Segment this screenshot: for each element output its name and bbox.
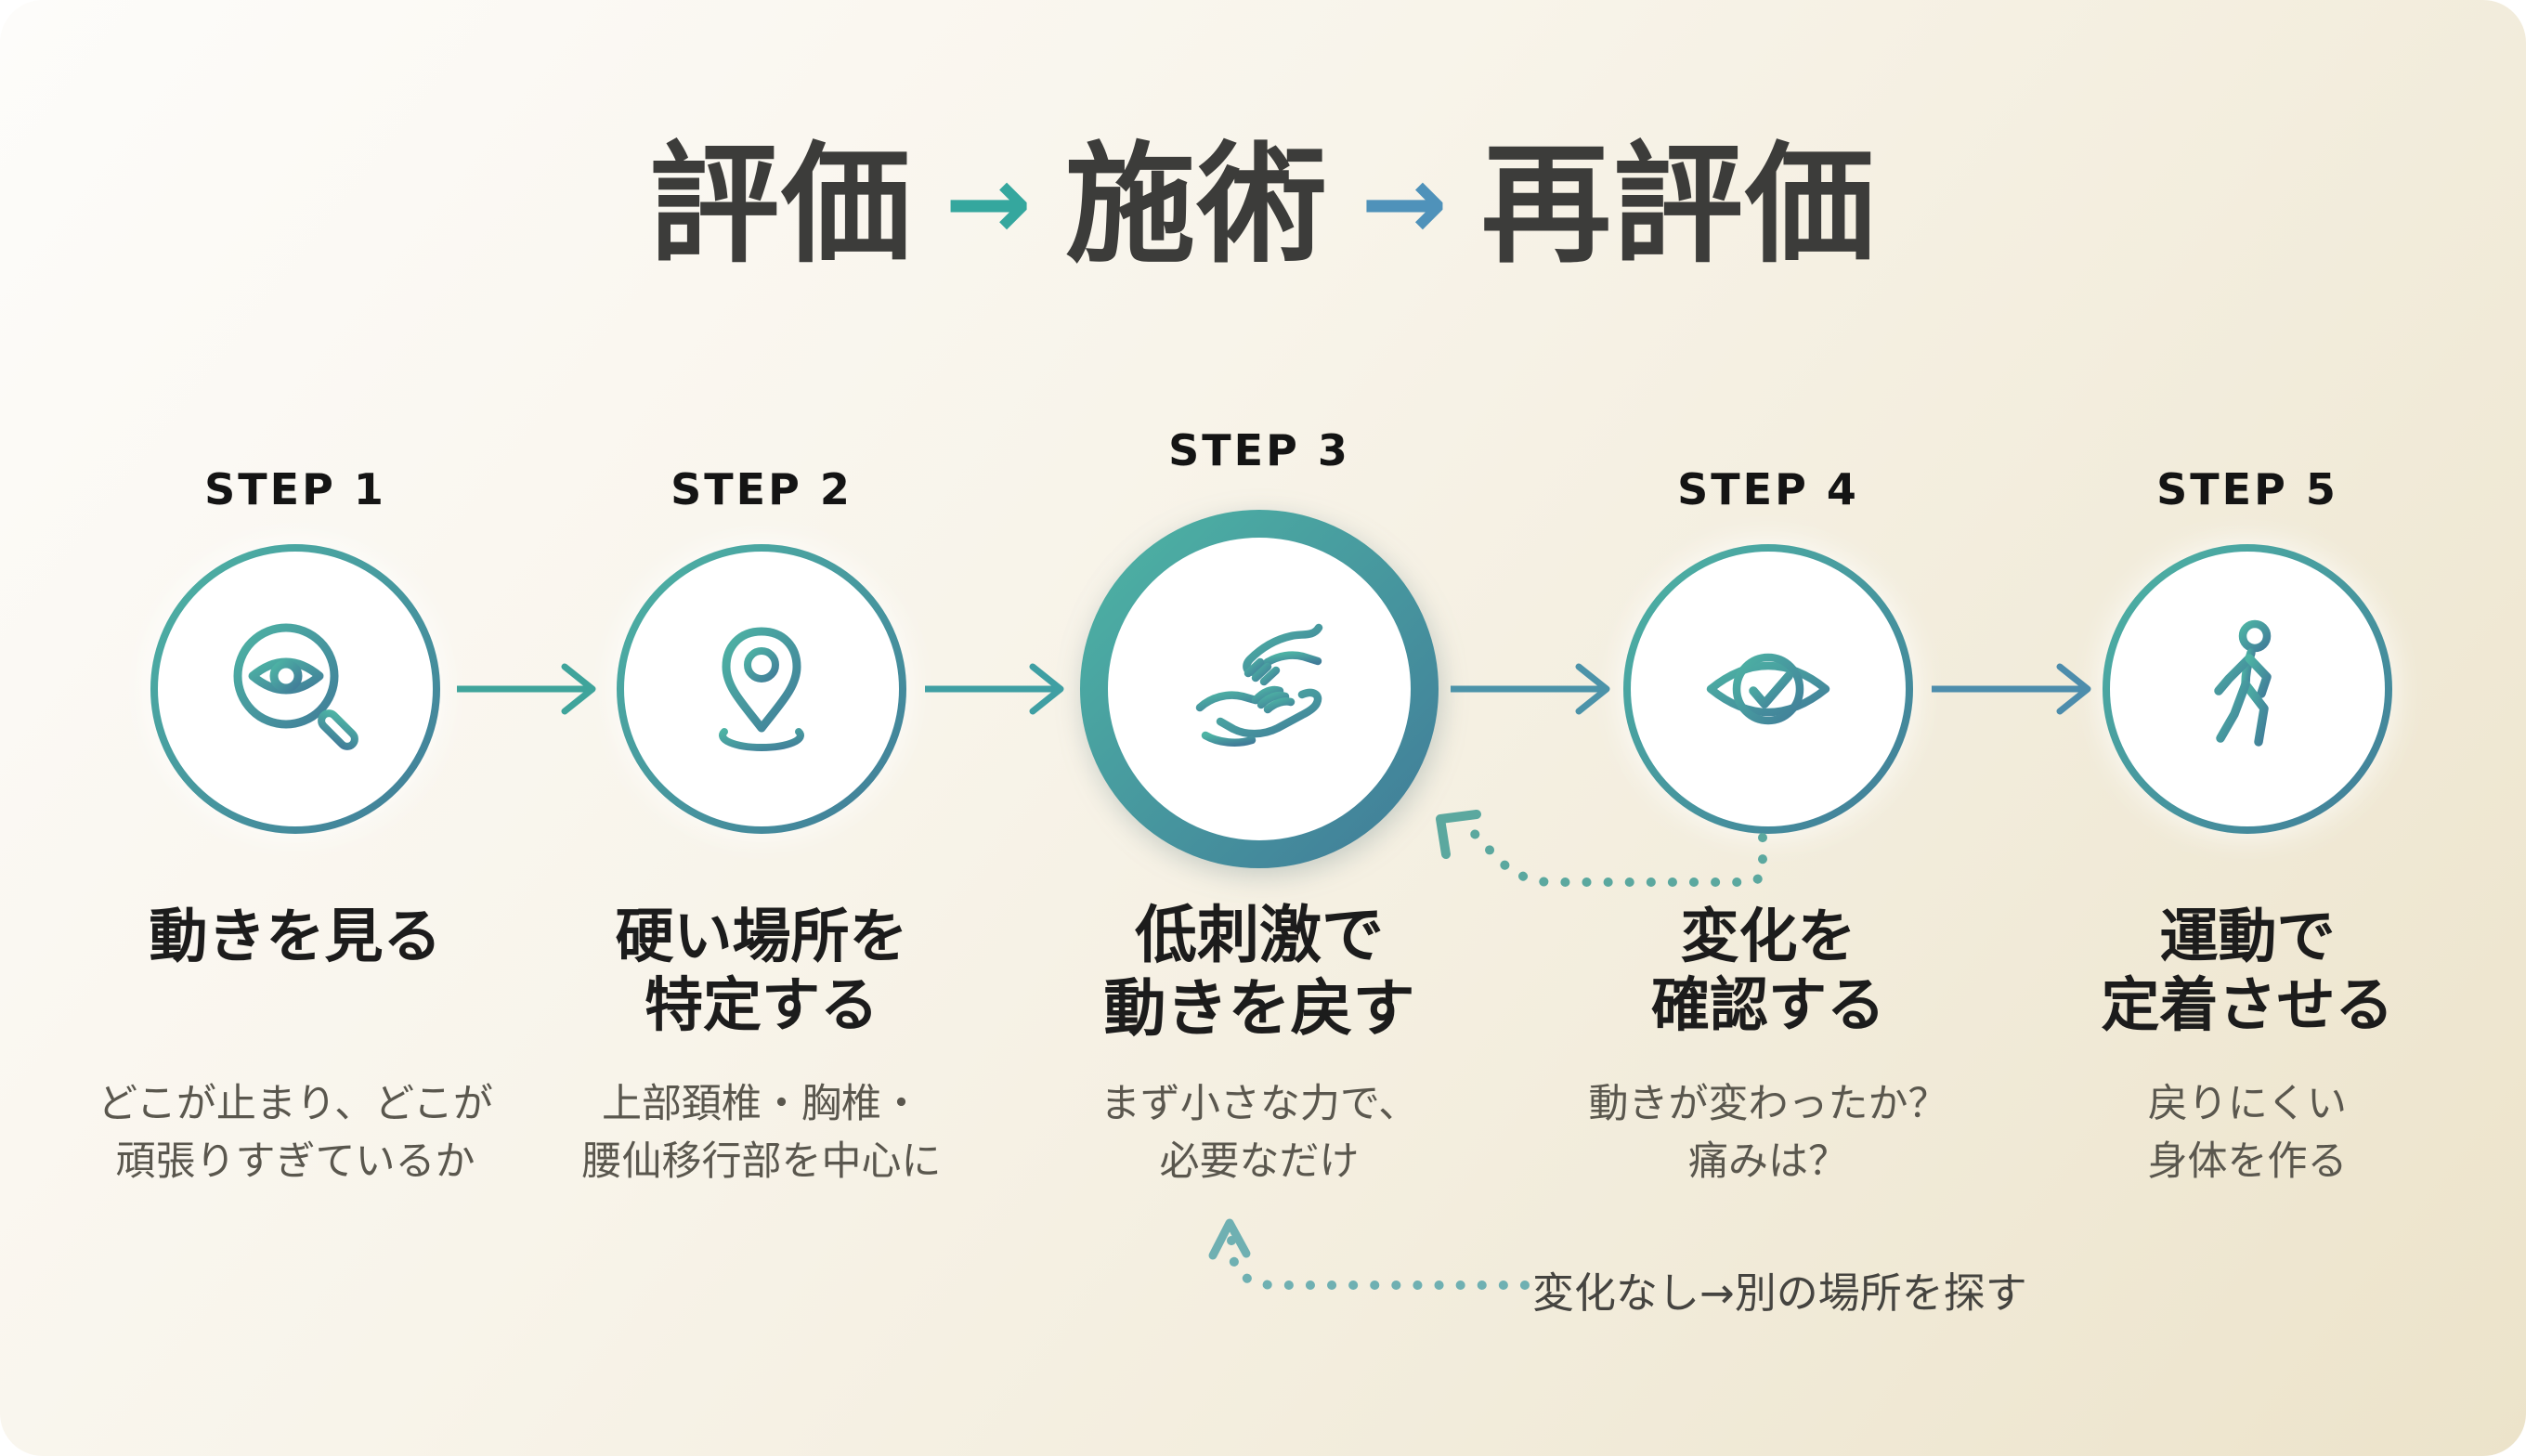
page-title: 評価→施術→再評価: [0, 100, 2526, 288]
step-2-circle: [617, 544, 906, 834]
step-2-label: STEP 2: [671, 464, 853, 514]
step-1-label: STEP 1: [204, 464, 386, 514]
step-1-description: どこが止まり、どこが 頑張りすぎているか: [98, 1081, 493, 1186]
title-arrow-1-icon: →: [944, 143, 1034, 264]
step-1-circle: [150, 544, 440, 834]
step-3-circle: [1080, 510, 1439, 868]
arrow-step2-to-step3: [925, 663, 1064, 715]
step-2-description: 上部頚椎・胸椎・ 腰仙移行部を中心に: [581, 1081, 942, 1186]
step-1-heading: 動きを見る: [149, 903, 442, 970]
step-4-label: STEP 4: [1677, 464, 1859, 514]
step-5-description: 戻りにくい 身体を作る: [2147, 1081, 2348, 1186]
arrow-step4-to-step5: [1932, 663, 2091, 715]
eye-check-icon: [1706, 653, 1830, 725]
step-5-label: STEP 5: [2156, 464, 2338, 514]
location-pin-icon: [719, 627, 804, 751]
magnifier-eye-icon: [233, 623, 358, 750]
step-2-heading: 硬い場所を 特定する: [615, 903, 908, 1040]
no-change-note: 変化なし→別の場所を探す: [1532, 1268, 2027, 1318]
step-3-label: STEP 3: [1168, 425, 1350, 475]
walking-person-icon: [2214, 619, 2272, 747]
step-3-heading: 低刺激で 動きを戻す: [1103, 899, 1415, 1046]
step-5-heading: 運動で 定着させる: [2101, 903, 2394, 1040]
title-arrow-2-icon: →: [1361, 143, 1450, 264]
no-change-dotted-arrow: [1208, 1218, 1530, 1290]
title-treatment: 施術: [1064, 130, 1329, 281]
title-reevaluation: 再評価: [1480, 130, 1877, 281]
arrow-step3-to-step4: [1451, 663, 1610, 715]
title-evaluation: 評価: [649, 130, 914, 281]
step-4-heading: 変化を 確認する: [1651, 903, 1885, 1040]
step-5-circle: [2103, 544, 2392, 834]
step-4-circle: [1623, 544, 1913, 834]
step-4-description: 動きが変わったか？ 痛みは？: [1588, 1081, 1948, 1186]
step-3-description: まず小さな力で、 必要なだけ: [1100, 1081, 1419, 1186]
caring-hands-icon: [1195, 623, 1323, 747]
arrow-step1-to-step2: [457, 663, 596, 715]
